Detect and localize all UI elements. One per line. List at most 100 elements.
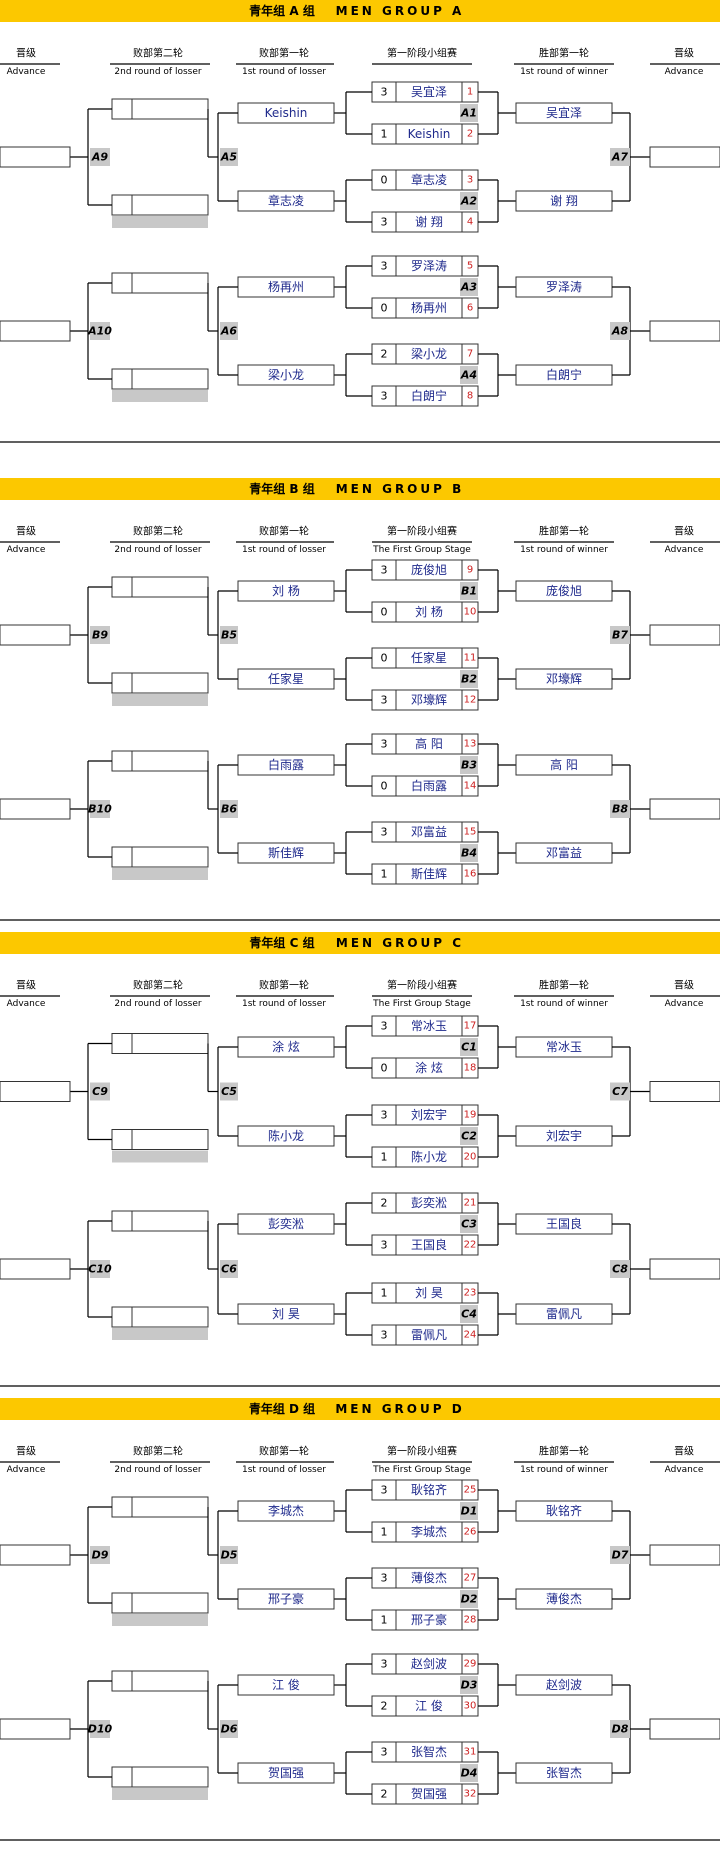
match-label-bg [460,1215,478,1233]
losers-r2-slot-bar [112,390,208,402]
player-name: 白雨露 [411,778,447,793]
col-header-losser2: 败部第二轮 [133,525,183,538]
player-name: 章志凌 [411,172,447,187]
losers-match-label-bg [220,800,238,818]
col-subheader-losser2: 2nd round of losser [114,545,201,555]
winners-match-label: C8 [612,1263,628,1276]
player-seed: 28 [464,1615,477,1626]
losers-r2-score-cell [111,1496,133,1518]
player-seed: 12 [464,695,477,706]
advance-right-cell [649,624,720,646]
match-label: C1 [461,1041,477,1054]
winners-r1-name: 高 阳 [550,757,578,772]
winners-r1-name: 耿铭齐 [546,1503,582,1518]
losers-r1-name: 杨再州 [268,279,304,294]
player-name: 李城杰 [411,1524,447,1539]
col-subheader-stage: The First Group Stage [372,545,471,555]
losers-match-label-bg [220,1260,238,1278]
col-header-losser2: 败部第二轮 [133,979,183,992]
losers-r2-score-cell [111,750,133,772]
losers-r2-score-cell [111,1766,133,1788]
col-header-losser2: 败部第二轮 [133,47,183,60]
player-seed: 27 [464,1573,477,1584]
player-name: 谢 翔 [415,214,443,229]
losers-r2-cell [131,1496,209,1518]
col-header-stage: 第一阶段小组赛 [387,525,457,538]
player-name: 任家星 [411,650,447,665]
group-title: 青年组 C 组 [249,935,314,950]
player-name: 贺国强 [411,1787,447,1801]
match-label: A1 [460,107,477,120]
col-subheader-advance-left: Advance [7,545,46,555]
losers-match-label: B5 [221,629,237,642]
player-score: 1 [381,868,388,881]
match-label: D1 [461,1505,478,1518]
col-header-losser1: 败部第一轮 [259,525,309,538]
player-seed: 26 [464,1527,477,1538]
losers-final-label-bg [90,1260,110,1278]
losers-r1-name: 彭奕淞 [268,1216,304,1231]
player-score: 2 [381,1700,388,1713]
col-header-advance-left: 晋级 [16,526,36,538]
winners-match-label: D7 [612,1549,629,1562]
player-name: 王国良 [411,1237,447,1252]
player-name: 梁小龙 [411,346,447,361]
col-subheader-advance-left: Advance [7,999,46,1009]
losers-r2-score-cell [111,272,133,294]
player-name: 赵剑波 [411,1656,447,1671]
losers-r1-name: 邢子豪 [268,1591,304,1606]
col-subheader-losser1: 1st round of losser [242,545,326,555]
losers-final-label: C10 [88,1263,112,1276]
losers-r2-slot-bar [112,1788,208,1800]
col-header-losser1: 败部第一轮 [259,979,309,992]
advance-left-cell [0,320,71,342]
player-name: 薄俊杰 [411,1570,447,1585]
losers-r1-name: 刘 杨 [272,583,300,598]
player-seed: 2 [467,129,473,140]
match-label: D4 [461,1767,478,1780]
winners-r1-name: 吴宜泽 [546,105,582,120]
col-header-losser1: 败部第一轮 [259,47,309,60]
player-seed: 13 [464,739,477,750]
player-score: 1 [381,128,388,141]
player-score: 3 [381,1658,388,1671]
col-subheader-losser1: 1st round of losser [242,999,326,1009]
losers-r2-cell [131,272,209,294]
match-label-bg [460,278,478,296]
losers-r2-score-cell [111,1033,133,1054]
player-seed: 15 [464,827,477,838]
winners-r1-name: 常冰玉 [546,1040,582,1054]
winners-match-label-bg [610,800,630,818]
losers-match-label: B6 [221,803,237,816]
col-header-advance-left: 晋级 [16,980,36,992]
losers-r1-name: Keishin [265,106,308,120]
losers-r1-name: 斯佳辉 [268,846,304,860]
header-bar [0,0,720,22]
player-name: 杨再州 [411,300,447,315]
losers-match-label-bg [220,1546,238,1564]
col-subheader-losser2: 2nd round of losser [114,67,201,77]
winners-match-label-bg [610,626,630,644]
losers-match-label: A5 [220,151,238,164]
player-name: 陈小龙 [411,1149,447,1164]
match-label-bg [460,756,478,774]
player-score: 0 [381,302,388,315]
winners-r1-name: 王国良 [546,1216,582,1231]
winners-r1-name: 谢 翔 [550,193,578,208]
losers-r2-score-cell [111,368,133,390]
losers-match-label-bg [220,1720,238,1738]
player-score: 3 [381,738,388,751]
player-seed: 6 [467,303,473,314]
match-label-bg [460,670,478,688]
losers-r2-cell [131,1033,209,1054]
match-label-bg [460,582,478,600]
match-label: A2 [460,195,478,208]
player-seed: 19 [464,1110,477,1121]
player-seed: 14 [464,781,477,792]
losers-r2-slot-bar [112,1614,208,1626]
col-subheader-advance-right: Advance [665,999,704,1009]
group-title: 青年组 A 组 [249,3,315,18]
losers-match-label: D6 [221,1723,238,1736]
